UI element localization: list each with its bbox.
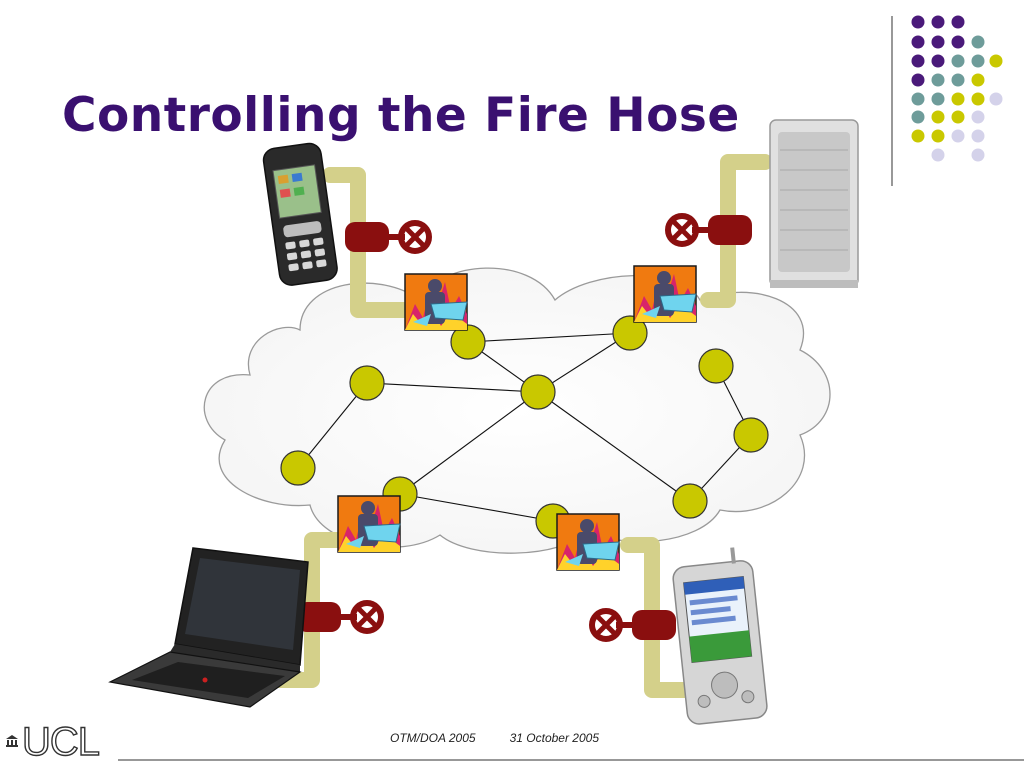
slide-title: Controlling the Fire Hose [62, 88, 740, 143]
network-node [733, 417, 769, 453]
ucl-logo: UCL [21, 720, 100, 764]
network-nodes [280, 315, 769, 539]
firefighter-icon [337, 495, 401, 553]
pda-icon [672, 547, 768, 725]
valve-icon [345, 222, 429, 252]
network-node [612, 315, 648, 351]
network-node [698, 348, 734, 384]
mobile-phone-icon [262, 142, 338, 286]
firefighter-icon [556, 513, 620, 571]
valve-icon [668, 215, 752, 245]
network-node [520, 374, 556, 410]
valve-icon [297, 602, 381, 632]
network-node [672, 483, 708, 519]
footer-date: 31 October 2005 [509, 731, 599, 745]
decorative-dot-grid [911, 15, 1003, 162]
laptop-icon [108, 547, 309, 708]
footer: OTM/DOA 2005 31 October 2005 [390, 731, 599, 745]
ucl-portico-icon [6, 732, 18, 747]
network-node [280, 450, 316, 486]
firefighter-icon [404, 273, 468, 331]
firefighter-icon [633, 265, 697, 323]
footer-event: OTM/DOA 2005 [390, 731, 476, 745]
network-node [450, 324, 486, 360]
cloud-network-icon [203, 267, 831, 554]
valve-icon [592, 610, 676, 640]
desktop-tower-icon [769, 119, 859, 288]
network-node [349, 365, 385, 401]
